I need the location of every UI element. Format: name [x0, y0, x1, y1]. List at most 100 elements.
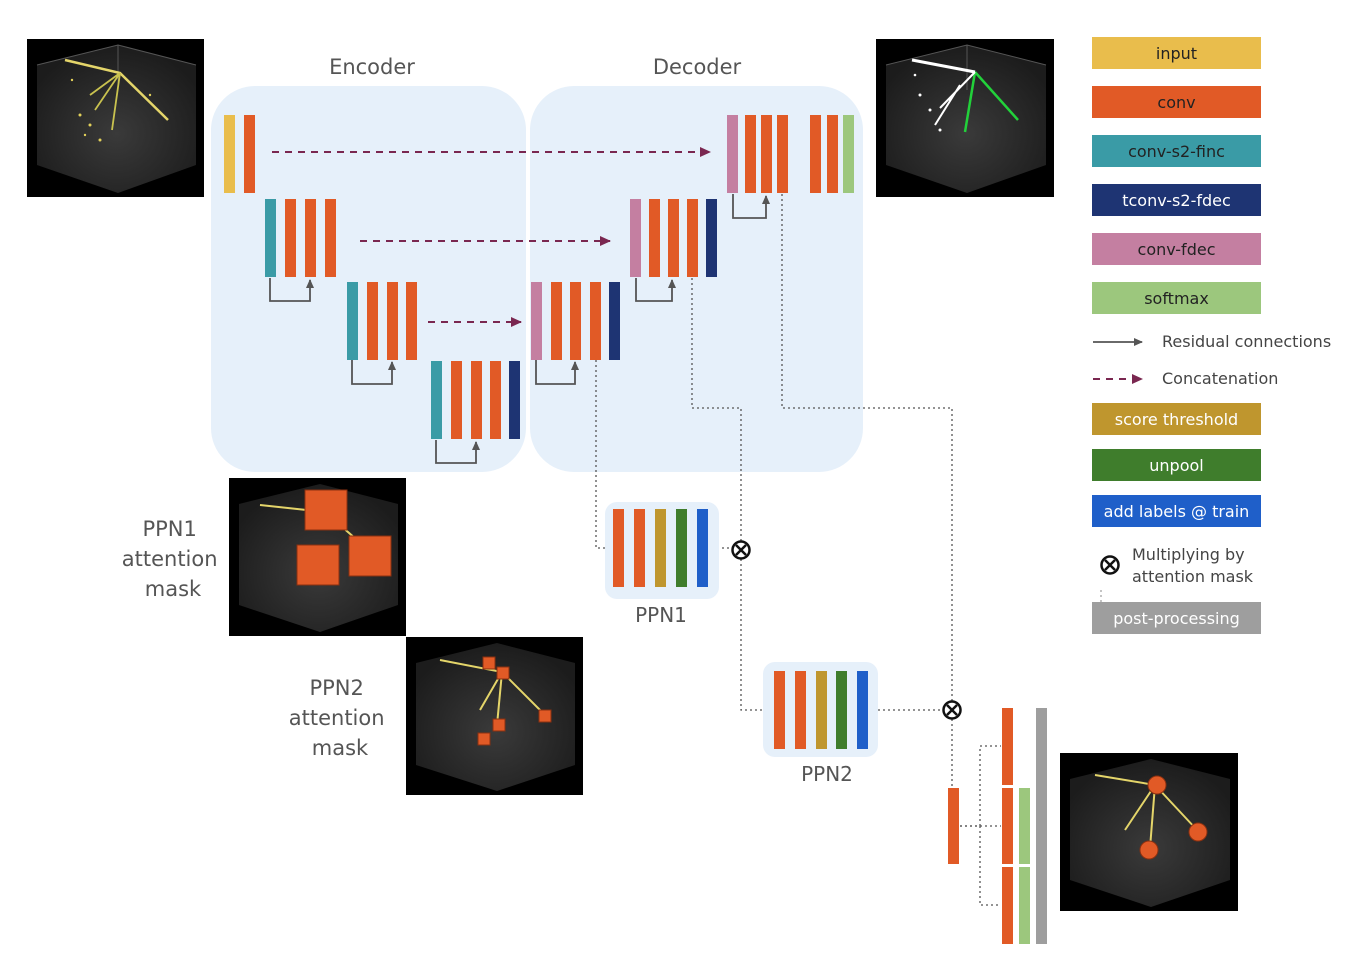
legend-score-label: score threshold [1114, 409, 1239, 429]
ppn2-labels-layer [857, 671, 868, 749]
ppn1-conv-layer [634, 509, 645, 587]
final-conv-layer [1002, 867, 1013, 944]
legend-add-labels: add labels @ train [1092, 495, 1261, 527]
ppn1-mask-display [229, 478, 406, 636]
layer-bars [224, 115, 1047, 944]
final-conv-layer [1002, 788, 1013, 864]
legend-add-labels-label: add labels @ train [1103, 501, 1250, 521]
final-softmax-layer [1019, 867, 1030, 944]
ppn-point [1188, 822, 1208, 842]
ppn2-conv-layer [795, 671, 806, 749]
legend-conv-label: conv [1157, 92, 1196, 112]
conv-fdec-layer [727, 115, 738, 193]
finc-layer [265, 199, 276, 277]
legend-softmax: softmax [1092, 282, 1261, 314]
ppn2-score-layer [816, 671, 827, 749]
final-output-display [1060, 753, 1238, 911]
ppn2-mask-box [477, 732, 491, 746]
legend-residual: Residual connections [1092, 330, 1342, 354]
conv-layer [471, 361, 482, 439]
input-event-display [27, 39, 204, 197]
legend-unpool-label: unpool [1149, 455, 1204, 475]
final-softmax-layer [1019, 788, 1030, 864]
conv-layer [668, 199, 679, 277]
ppn2-mask-label: PPN2 attention mask [289, 676, 391, 760]
conv-layer [406, 282, 417, 360]
conv-layer [590, 282, 601, 360]
input-layer [224, 115, 235, 193]
legend-input: input [1092, 37, 1261, 69]
legend-conv-s2-finc: conv-s2-finc [1092, 135, 1261, 167]
conv-fdec-layer [531, 282, 542, 360]
ppn1-title: PPN1 [635, 603, 687, 627]
conv-fdec-layer [630, 199, 641, 277]
legend-residual-label: Residual connections [1162, 332, 1332, 351]
conv-layer [810, 115, 821, 193]
ppn1-labels-layer [697, 509, 708, 587]
conv-layer [687, 199, 698, 277]
legend-multiply-line2: attention mask [1132, 567, 1254, 586]
conv-layer [551, 282, 562, 360]
legend-conv: conv [1092, 86, 1261, 118]
encoder-title: Encoder [329, 55, 415, 79]
dotted-connections [595, 194, 1001, 906]
conv-layer [305, 199, 316, 277]
tconv-layer [509, 361, 520, 439]
ppn1-mask-box [296, 544, 340, 586]
conv-layer [367, 282, 378, 360]
tconv-layer [706, 199, 717, 277]
final-conv-layer [1002, 708, 1013, 785]
ppn2-title: PPN2 [801, 762, 853, 786]
finc-layer [347, 282, 358, 360]
residual-connections [269, 194, 770, 464]
conv-layer [490, 361, 501, 439]
softmax-layer [843, 115, 854, 193]
legend-post-processing: post-processing [1092, 602, 1261, 634]
legend-conv-fdec: conv-fdec [1092, 233, 1261, 265]
finc-layer [431, 361, 442, 439]
legend-concatenation-label: Concatenation [1162, 369, 1279, 388]
ppn1-mask-box [304, 489, 348, 531]
ppn1-mask-box [348, 535, 392, 577]
ppn2-mask-box [538, 709, 552, 723]
conv-layer [325, 199, 336, 277]
legend-multiply: Multiplying by attention mask [1132, 544, 1253, 588]
legend-conv-fdec-label: conv-fdec [1137, 239, 1216, 259]
decoder-title: Decoder [653, 55, 742, 79]
ppn2-mask-box [482, 656, 496, 670]
multiply-mask-icon [942, 700, 962, 720]
ppn2-unpool-layer [836, 671, 847, 749]
legend-finc-label: conv-s2-finc [1128, 141, 1225, 161]
conv-layer [244, 115, 255, 193]
legend-post-processing-label: post-processing [1113, 608, 1240, 628]
legend-unpool: unpool [1092, 449, 1261, 481]
conv-layer [649, 199, 660, 277]
legend-score-threshold: score threshold [1092, 403, 1261, 435]
conv-layer [451, 361, 462, 439]
ppn1-mask-label: PPN1 attention mask [122, 517, 224, 601]
concatenation-arrows [272, 147, 711, 327]
ppn1-score-layer [655, 509, 666, 587]
conv-layer [285, 199, 296, 277]
conv-layer [777, 115, 788, 193]
ppn-point [1139, 840, 1159, 860]
conv-layer [387, 282, 398, 360]
conv-layer [761, 115, 772, 193]
conv-layer [570, 282, 581, 360]
final-conv-layer [948, 788, 959, 864]
ppn2-conv-layer [774, 671, 785, 749]
legend-softmax-label: softmax [1144, 288, 1209, 308]
multiply-legend-icon [1100, 555, 1120, 575]
ppn1-unpool-layer [676, 509, 687, 587]
conv-layer [745, 115, 756, 193]
conv-layer [827, 115, 838, 193]
encoder-panel [211, 86, 526, 472]
ppn2-mask-box [496, 666, 510, 680]
output-event-display [876, 39, 1054, 197]
legend-multiply-line1: Multiplying by [1132, 545, 1245, 564]
legend-concatenation: Concatenation [1092, 367, 1342, 391]
multiply-mask-icon [731, 540, 751, 560]
ppn2-mask-box [492, 718, 506, 732]
legend-fdec-label: tconv-s2-fdec [1122, 190, 1231, 210]
